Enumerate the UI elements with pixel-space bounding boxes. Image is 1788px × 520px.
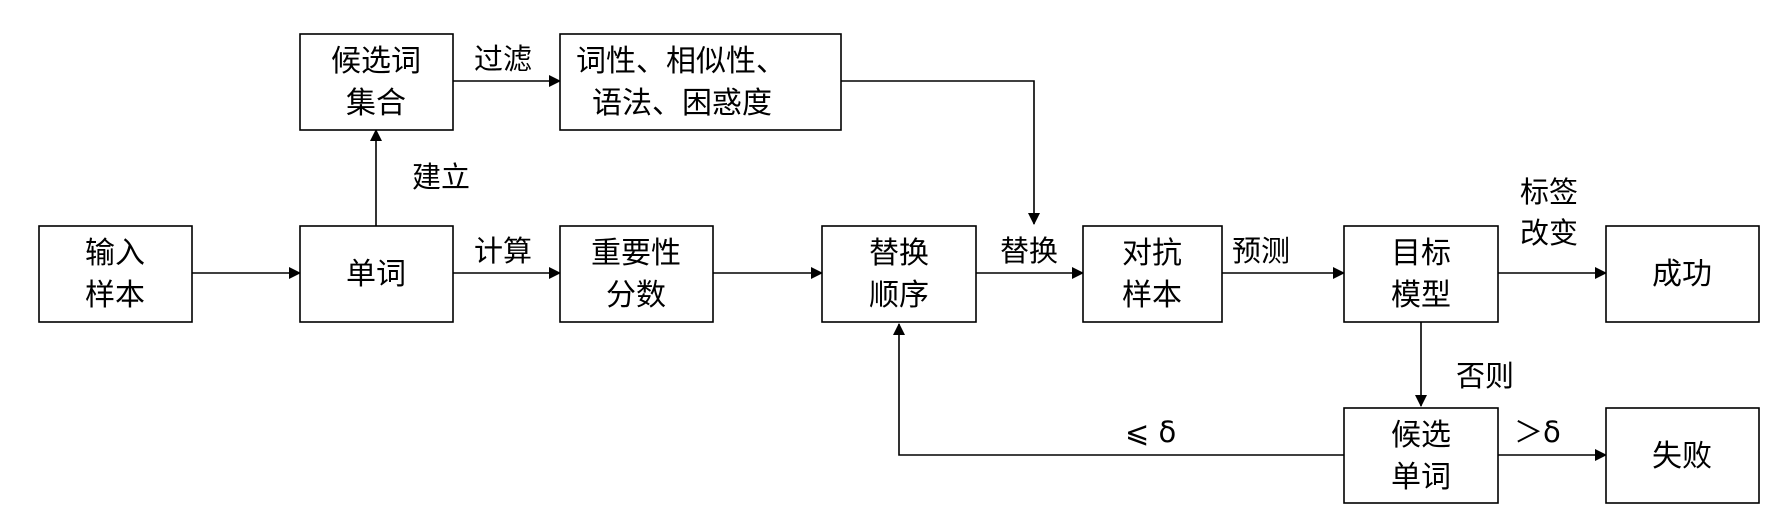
node-word-line1: 单词	[346, 257, 406, 292]
node-candidate-set-line1: 候选词	[331, 44, 421, 79]
edge-label-le-delta: ⩽ δ	[1125, 415, 1176, 449]
edge-candidate-word-to-order	[893, 323, 1344, 456]
node-replace-order: 替换 顺序	[821, 225, 977, 323]
edge-label-filter: 过滤	[474, 42, 532, 76]
node-adversarial-sample: 对抗 样本	[1082, 225, 1223, 323]
node-candidate-word-line1: 候选	[1391, 418, 1451, 453]
edge-filter-to-adversarial	[841, 80, 1040, 225]
node-failure-line1: 失败	[1652, 439, 1712, 474]
node-word: 单词	[299, 225, 454, 323]
node-failure: 失败	[1605, 407, 1760, 504]
node-filter-criteria-line2: 语法、困惑度	[592, 86, 772, 121]
node-adversarial-sample-line2: 样本	[1122, 278, 1182, 313]
node-target-model-line1: 目标	[1391, 236, 1451, 271]
edge-label-otherwise: 否则	[1456, 359, 1514, 393]
edge-label-replace: 替换	[1000, 234, 1058, 268]
node-replace-order-line1: 替换	[869, 236, 929, 271]
node-importance-score-line2: 分数	[606, 278, 666, 313]
node-input-sample-line1: 输入	[85, 236, 145, 271]
node-filter-criteria: 词性、相似性、 语法、困惑度	[559, 33, 842, 131]
edge-label-label-change-line1: 标签	[1520, 175, 1578, 209]
node-target-model: 目标 模型	[1343, 225, 1499, 323]
node-importance-score-line1: 重要性	[591, 236, 681, 271]
node-success-line1: 成功	[1652, 257, 1712, 292]
node-success: 成功	[1605, 225, 1760, 323]
edge-label-build: 建立	[412, 160, 470, 194]
node-importance-score: 重要性 分数	[559, 225, 714, 323]
edge-label-gt-delta: ＞δ	[1514, 415, 1561, 449]
node-candidate-word: 候选 单词	[1343, 407, 1499, 504]
node-replace-order-line2: 顺序	[869, 278, 929, 313]
node-candidate-word-line2: 单词	[1391, 460, 1451, 495]
edge-label-label-change-line2: 改变	[1520, 216, 1578, 250]
node-candidate-set: 候选词 集合	[299, 33, 454, 131]
edge-label-predict: 预测	[1232, 234, 1290, 268]
edge-label-compute: 计算	[474, 234, 532, 268]
node-adversarial-sample-line1: 对抗	[1122, 236, 1182, 271]
node-input-sample: 输入 样本	[38, 225, 193, 323]
node-candidate-set-line2: 集合	[346, 86, 406, 121]
node-target-model-line2: 模型	[1391, 278, 1451, 313]
node-filter-criteria-line1: 词性、相似性、	[576, 44, 786, 79]
node-input-sample-line2: 样本	[85, 278, 145, 313]
